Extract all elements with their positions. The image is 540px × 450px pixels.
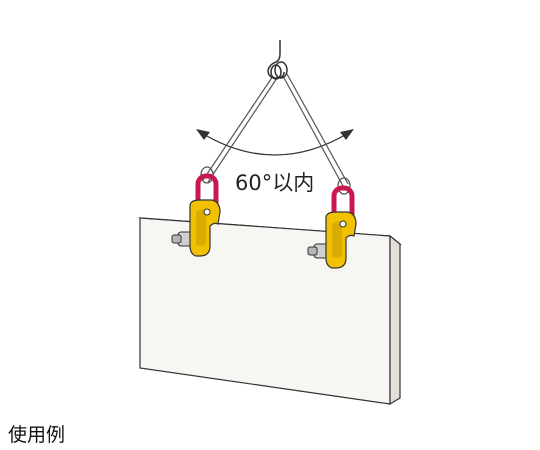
wire-right-a: [282, 75, 344, 187]
caption-usage-example: 使用例: [8, 424, 66, 446]
hook-icon: [267, 40, 288, 80]
clamp-left: [171, 199, 221, 257]
wire-ropes: [202, 73, 349, 187]
clamp-icon: [307, 211, 357, 269]
clamp-right: [307, 211, 357, 269]
lifting-clamp-diagram: 60°以内: [138, 40, 402, 406]
clamp-icon: [171, 199, 221, 257]
plate-face: [139, 217, 391, 405]
angle-indicator: [196, 129, 354, 156]
wire-right-b: [286, 73, 349, 185]
wire-left-a: [202, 75, 274, 181]
wire-left-b: [207, 77, 278, 183]
angle-arrow-left: [196, 129, 210, 140]
angle-limit-label: 60°以内: [235, 171, 314, 195]
wire-loop-right: [337, 177, 351, 195]
plate-side: [389, 234, 401, 406]
angle-arc: [199, 131, 351, 156]
angle-arrow-right: [340, 129, 354, 140]
